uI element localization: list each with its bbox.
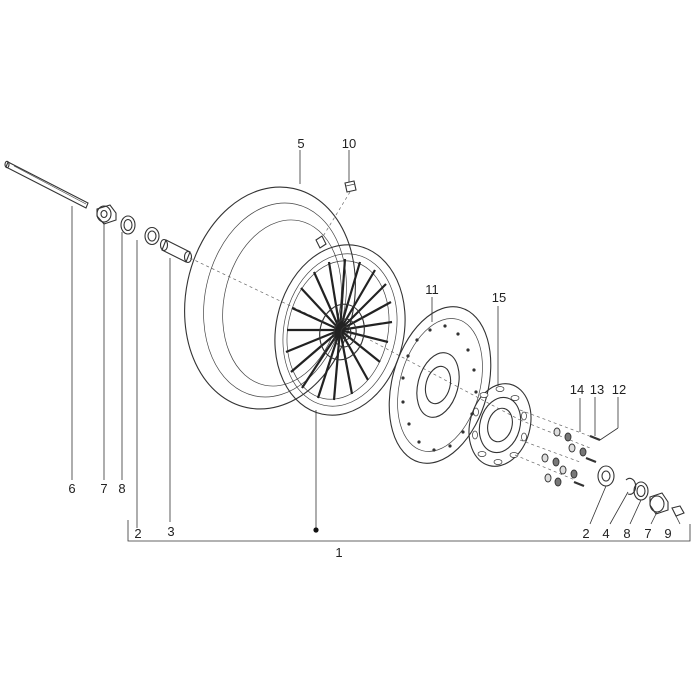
tyre <box>184 186 356 410</box>
callout-7-left: 7 <box>100 481 107 496</box>
axle <box>4 160 89 209</box>
seal-ring-right <box>633 481 649 501</box>
callout-11: 11 <box>425 282 439 297</box>
callout-14: 14 <box>570 382 584 397</box>
axle-nut <box>671 505 685 517</box>
callout-8-left: 8 <box>118 481 125 496</box>
seal-ring-left <box>120 215 136 235</box>
spacer-right <box>649 492 669 515</box>
callout-10: 10 <box>342 136 356 151</box>
callout-12: 12 <box>612 382 626 397</box>
callout-7-right: 7 <box>644 526 651 541</box>
spacer-left <box>96 204 117 225</box>
callout-3: 3 <box>167 524 174 539</box>
valve <box>321 180 357 239</box>
callout-2-right: 2 <box>582 526 589 541</box>
leader-lines <box>71 150 691 542</box>
callout-2-left: 2 <box>134 526 141 541</box>
bearing-left <box>144 226 160 246</box>
callout-8-right: 8 <box>623 526 630 541</box>
callout-6: 6 <box>68 481 75 496</box>
callout-labels: 1 2 2 3 4 5 6 7 7 8 8 9 10 11 12 13 14 1… <box>68 136 671 560</box>
callout-9: 9 <box>664 526 671 541</box>
callout-4: 4 <box>602 526 609 541</box>
bolt-set <box>514 409 601 488</box>
callout-1: 1 <box>335 545 342 560</box>
callout-15: 15 <box>492 290 506 305</box>
distance-sleeve <box>159 238 193 264</box>
disc-carrier <box>468 383 532 467</box>
bearing-right <box>597 465 615 487</box>
rim <box>274 235 406 416</box>
brake-disc <box>388 306 492 464</box>
callout-5: 5 <box>297 136 304 151</box>
callout-13: 13 <box>590 382 604 397</box>
